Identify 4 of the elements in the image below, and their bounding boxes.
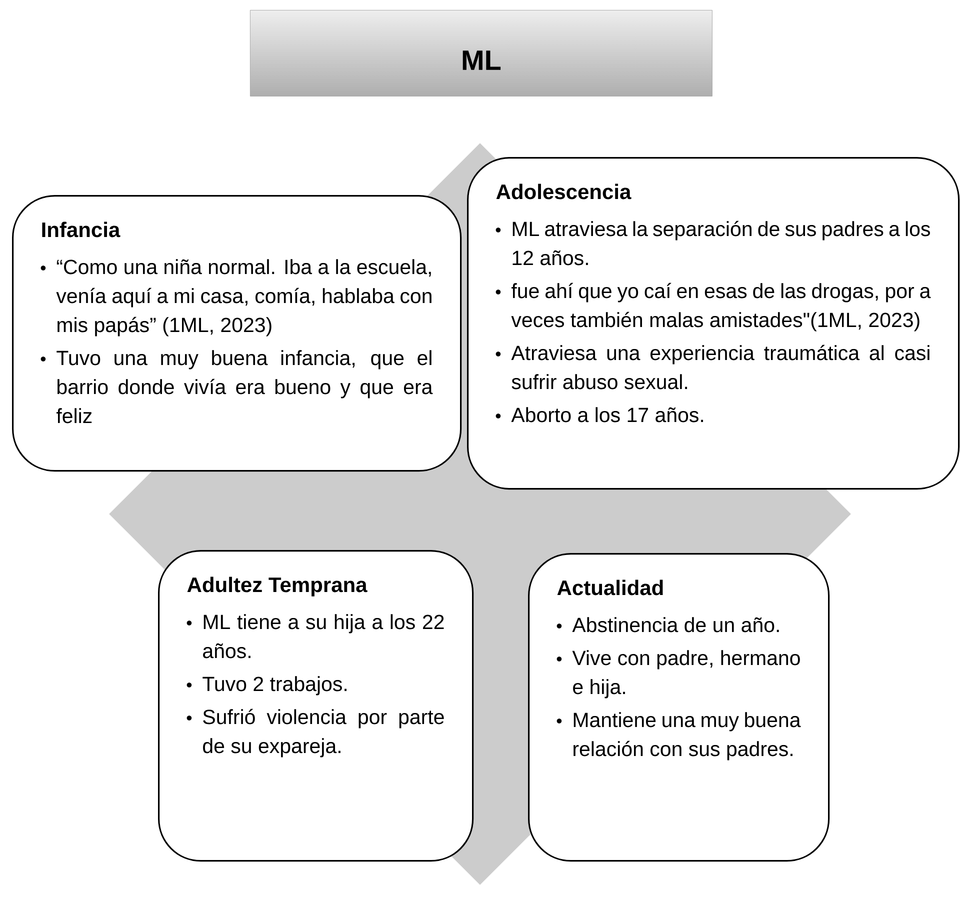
rounded-box: Infancia “Como una niña normal. Iba a la escuela, venía aquí a mi casa, comía, hablaba con mis papás” (1ML, 2023) Tuvo una muy buena infancia, que el barrio donde vivía era bueno y que era feliz: [12, 195, 462, 472]
rounded-box: Adolescencia ML atraviesa la separación de sus padres a los 12 años. fue ahí que yo caí en esas de las drogas, por a veces también malas amistades"(1ML, 2023) Atraviesa una experiencia traumática al casi sufrir abuso sexual. Aborto a los 17 años.: [467, 157, 960, 490]
rounded-box: Actualidad Abstinencia de un año. Vive con padre, hermano e hija. Mantiene una muy buena relación con sus padres.: [528, 553, 830, 862]
title-box: ML: [250, 10, 712, 96]
